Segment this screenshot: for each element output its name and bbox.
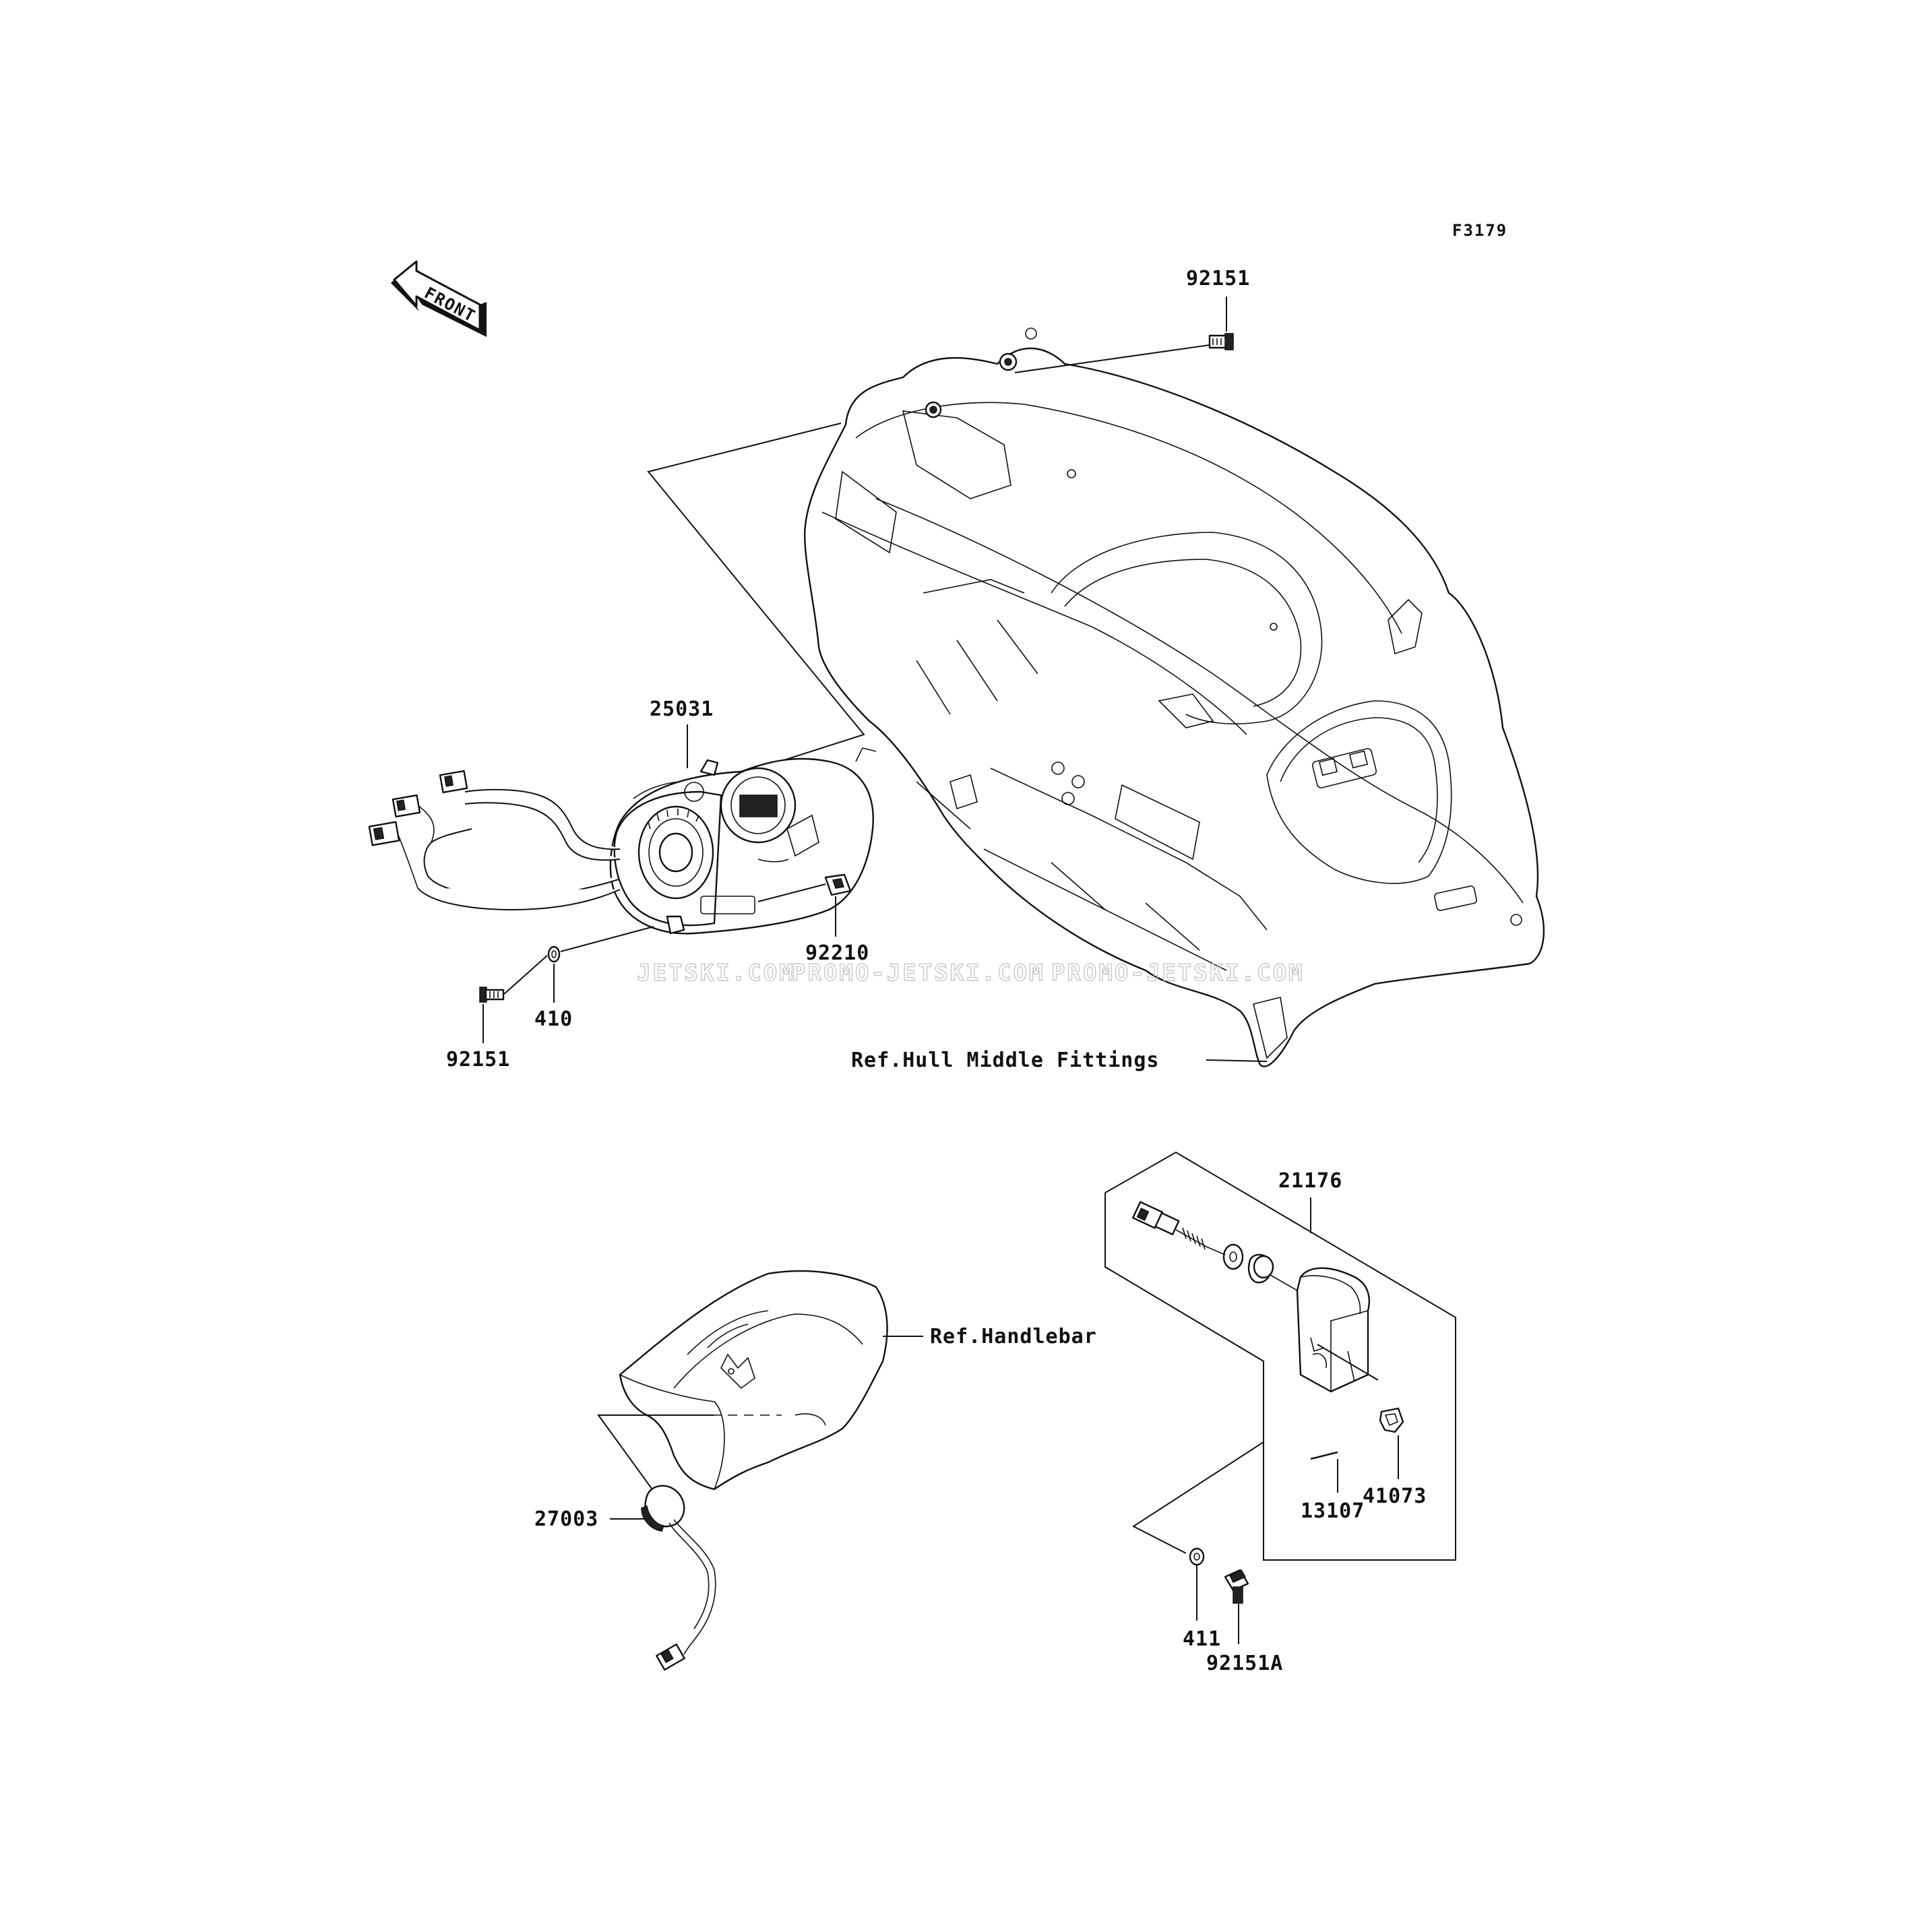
sensor-21176-part: [1131, 1201, 1379, 1393]
callout-92151-left: 92151: [446, 1048, 510, 1071]
ref-hull-middle-fittings: Ref.Hull Middle Fittings: [851, 1049, 1159, 1072]
watermark-1: JETSKI.COM: [637, 960, 795, 987]
meter-25031-part: [609, 747, 877, 935]
callout-411: 411: [1183, 1627, 1221, 1651]
callout-92210: 92210: [805, 941, 869, 965]
callout-25031: 25031: [650, 697, 714, 721]
bolt-bottom-part: [1224, 1569, 1249, 1604]
front-arrow-icon: FRONT: [391, 260, 487, 337]
holder-92210-part: [824, 873, 852, 896]
watermark-3: PROMO-JETSKI.COM: [1051, 960, 1305, 987]
callout-21176: 21176: [1278, 1169, 1342, 1193]
bolt-top-part: [1208, 333, 1234, 350]
callout-41073: 41073: [1363, 1485, 1427, 1508]
washer-410-part: [547, 945, 561, 963]
washer-411-part: [1189, 1547, 1205, 1566]
callout-13107: 13107: [1301, 1499, 1365, 1523]
clip-41073-part: [1379, 1407, 1404, 1433]
ref-handlebar: Ref.Handlebar: [930, 1325, 1097, 1348]
figure-code: F3179: [1452, 221, 1507, 240]
callout-92151A: 92151A: [1206, 1652, 1283, 1675]
hull-middle-fittings-part: [804, 328, 1545, 1067]
meter-wire-harness: [368, 770, 621, 910]
watermark-2: PROMO-JETSKI.COM: [792, 960, 1045, 987]
callout-27003: 27003: [534, 1507, 598, 1531]
handlebar-cover-part: [619, 1270, 888, 1491]
callout-92151-top: 92151: [1186, 267, 1250, 290]
bolt-left-part: [479, 987, 505, 1003]
switch-27003-part: [641, 1485, 716, 1671]
callout-410: 410: [534, 1007, 573, 1031]
